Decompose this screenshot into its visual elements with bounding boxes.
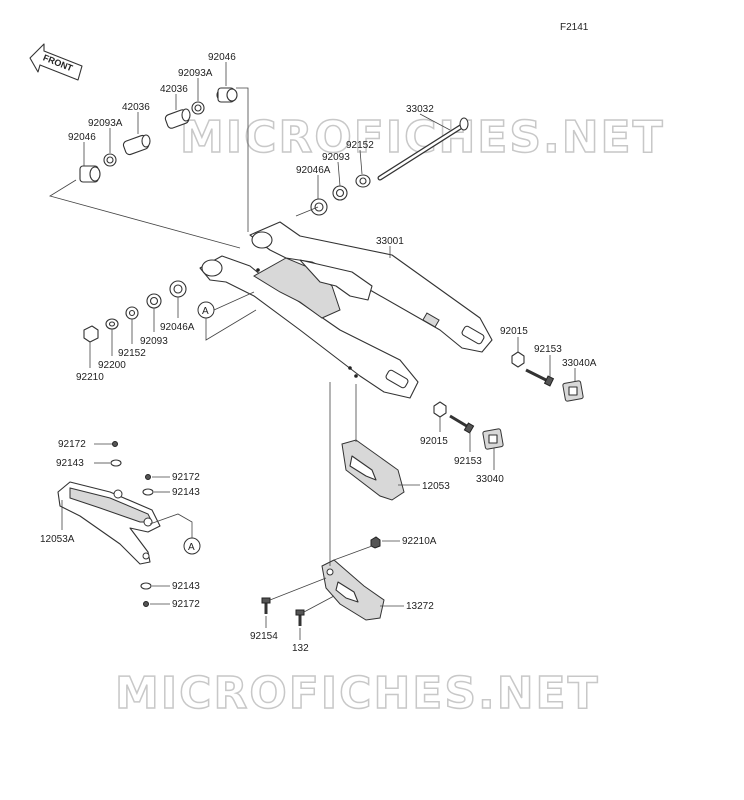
label-12053A: 12053A xyxy=(40,534,75,545)
svg-text:A: A xyxy=(188,542,195,553)
label-92210: 92210 xyxy=(76,372,104,383)
washer-92200-icon xyxy=(105,318,119,330)
label-42036-left: 42036 xyxy=(122,102,150,113)
bearing-92046A-left-icon xyxy=(169,280,187,298)
watermark-top: MICROFICHES.NET xyxy=(180,112,665,163)
seal-92093-left-icon xyxy=(146,293,162,309)
washer-92152-left-icon xyxy=(125,306,139,320)
seal-92093A-top-icon xyxy=(191,101,205,115)
label-92143-a: 92143 xyxy=(56,458,84,469)
label-92093A-top: 92093A xyxy=(178,68,213,79)
label-92015-left: 92015 xyxy=(420,436,448,447)
swingarm-33001-icon xyxy=(199,221,493,399)
label-42036-top: 42036 xyxy=(160,84,188,95)
label-92046-top: 92046 xyxy=(208,52,236,63)
nut-92015-right-icon xyxy=(511,351,525,368)
chain-guide-13272-icon xyxy=(321,559,385,621)
front-arrow-icon: FRONT xyxy=(29,43,83,81)
nut-92210-icon xyxy=(83,325,99,343)
sleeve-42036-top-icon xyxy=(164,108,191,129)
chain-guide-12053-icon xyxy=(341,439,405,501)
label-92093A-left: 92093A xyxy=(88,118,123,129)
ref-marker-a-upper: A xyxy=(197,301,215,319)
bearing-92046-left-icon xyxy=(79,165,101,183)
bolt-92153-right-icon xyxy=(525,368,555,387)
label-92153-left: 92153 xyxy=(454,456,482,467)
label-92046-left: 92046 xyxy=(68,132,96,143)
label-92046A-right: 92046A xyxy=(296,165,331,176)
label-92046A-left: 92046A xyxy=(160,322,195,333)
label-92154: 92154 xyxy=(250,631,278,642)
bolt-92172-a-icon xyxy=(112,441,118,447)
label-92200: 92200 xyxy=(98,360,126,371)
nut-92015-left-icon xyxy=(433,401,447,418)
label-92152-right: 92152 xyxy=(346,140,374,151)
bolt-132-icon xyxy=(295,609,305,626)
sleeve-42036-left-icon xyxy=(122,134,151,156)
label-92210A: 92210A xyxy=(402,536,437,547)
chain-slider-12053A-icon xyxy=(57,481,161,565)
seal-92093A-left-icon xyxy=(103,153,117,167)
ref-marker-a-lower: A xyxy=(183,537,201,555)
washer-92143-a-icon xyxy=(110,459,122,467)
washer-92143-b-icon xyxy=(142,488,154,496)
label-132: 132 xyxy=(292,643,309,654)
label-33001: 33001 xyxy=(376,236,404,247)
label-92152-left: 92152 xyxy=(118,348,146,359)
figure-code: F2141 xyxy=(560,22,589,33)
label-13272: 13272 xyxy=(406,601,434,612)
label-92093-left: 92093 xyxy=(140,336,168,347)
label-92172-c: 92172 xyxy=(172,599,200,610)
watermark-bottom: MICROFICHES.NET xyxy=(115,668,600,719)
adjuster-33040A-icon xyxy=(562,380,584,402)
label-33032: 33032 xyxy=(406,104,434,115)
bearing-92046A-right-icon xyxy=(310,198,328,216)
svg-text:A: A xyxy=(202,306,209,317)
bolt-92172-b-icon xyxy=(145,474,151,480)
bolt-92172-c-icon xyxy=(143,601,149,607)
label-33040: 33040 xyxy=(476,474,504,485)
label-33040A: 33040A xyxy=(562,358,597,369)
washer-92152-right-icon xyxy=(355,174,371,188)
label-92153-right: 92153 xyxy=(534,344,562,355)
label-12053: 12053 xyxy=(422,481,450,492)
label-92172-b: 92172 xyxy=(172,472,200,483)
bolt-92210A-icon xyxy=(370,536,381,549)
pivot-shaft-33032-icon xyxy=(377,117,469,181)
seal-92093-right-icon xyxy=(332,185,348,201)
washer-92143-c-icon xyxy=(140,582,152,590)
leader-lines xyxy=(49,62,576,640)
label-92143-c: 92143 xyxy=(172,581,200,592)
bolt-92153-left-icon xyxy=(449,414,475,434)
label-92172-a: 92172 xyxy=(58,439,86,450)
bolt-92154-icon xyxy=(261,597,271,614)
bearing-92046-top-icon xyxy=(216,87,238,103)
label-92093-right: 92093 xyxy=(322,152,350,163)
label-92143-b: 92143 xyxy=(172,487,200,498)
adjuster-33040-icon xyxy=(482,428,504,450)
label-92015-right: 92015 xyxy=(500,326,528,337)
